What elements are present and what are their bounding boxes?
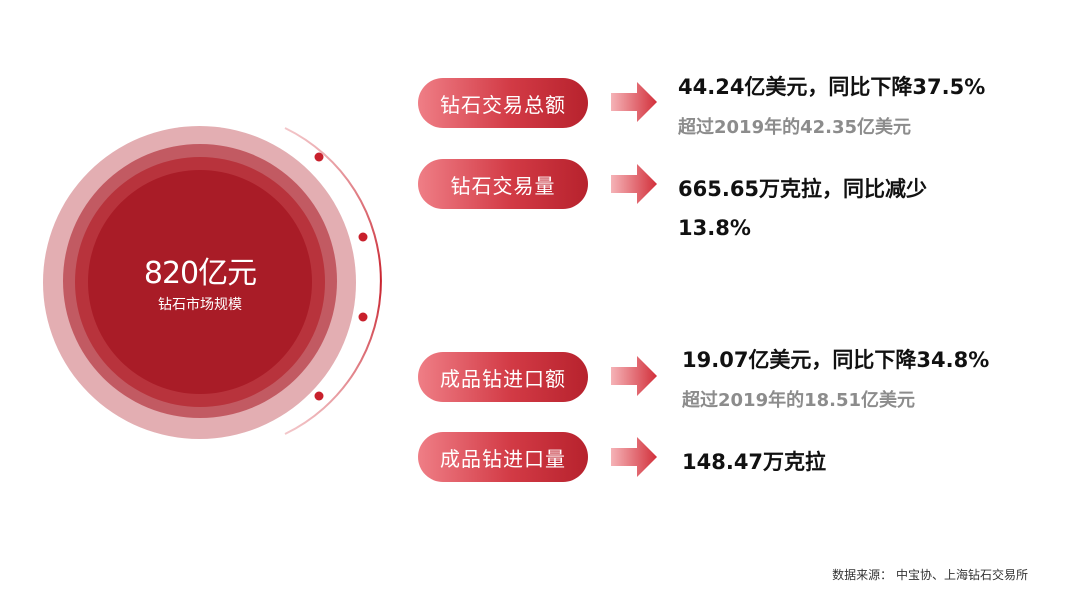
trade-volume-value: 665.65万克拉，同比减少 <box>678 177 928 201</box>
import-value-note: 超过2019年的18.51亿美元 <box>682 390 916 411</box>
pill-diamond-trade-volume: 钻石交易量 <box>418 159 588 209</box>
trade-total-value: 44.24亿美元，同比下降37.5% <box>678 75 986 99</box>
pill-polished-import-value: 成品钻进口额 <box>418 352 588 402</box>
arrow-right-icon <box>611 356 657 396</box>
trade-total-note: 超过2019年的42.35亿美元 <box>678 117 912 138</box>
market-size-value: 820亿元 <box>143 256 257 291</box>
arrow-right-icon <box>611 82 657 122</box>
arc-dot-3 <box>358 312 368 322</box>
import-volume-value: 148.47万克拉 <box>682 450 827 474</box>
import-value-value: 19.07亿美元，同比下降34.8% <box>682 348 990 372</box>
arc-dot-2 <box>358 232 368 242</box>
arrow-right-icon <box>611 437 657 477</box>
arrow-right-icon <box>611 164 657 204</box>
arc-dot-4 <box>314 391 324 401</box>
arc-dot-1 <box>314 152 324 162</box>
core-circle <box>88 170 312 394</box>
pill-polished-import-volume: 成品钻进口量 <box>418 432 588 482</box>
arc-line <box>284 127 382 435</box>
pill-diamond-trade-total: 钻石交易总额 <box>418 78 588 128</box>
trade-volume-value-cont: 13.8% <box>678 216 751 240</box>
market-size-label: 钻石市场规模 <box>158 297 242 313</box>
data-source: 数据来源： 中宝协、上海钻石交易所 <box>832 568 1028 582</box>
